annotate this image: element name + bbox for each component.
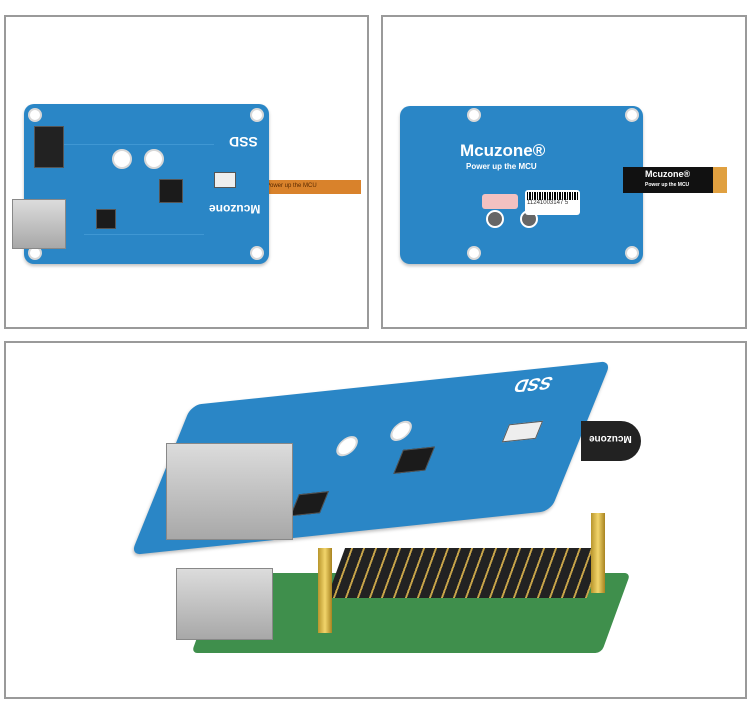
mount-hole (467, 246, 481, 260)
barcode-label: 11241003147 5 (525, 190, 580, 215)
controller-chip (393, 446, 436, 474)
standoff (318, 548, 332, 633)
mount-hole (250, 246, 264, 260)
mount-hole (112, 149, 132, 169)
photo-board-back: Mcuzone® Power up the MCU 11241003147 5 … (381, 15, 747, 329)
controller-chip (159, 179, 183, 203)
m2-slot (34, 126, 64, 168)
board-back: Mcuzone® Power up the MCU 11241003147 5 (400, 106, 643, 264)
cable-text: Power up the MCU (266, 183, 317, 189)
flex-cable: Mcuzone (581, 421, 641, 461)
cable-slogan: Power up the MCU (645, 182, 690, 188)
fpc-connector (501, 420, 544, 443)
mount-hole (625, 108, 639, 122)
qc-sticker (482, 194, 518, 209)
ssd-text: SSD (510, 372, 556, 397)
board-slogan: Power up the MCU (466, 162, 537, 171)
flex-cable: Mcuzone® Power up the MCU (623, 167, 713, 193)
photo-stacked-assembly: SSD Mcuzone (4, 341, 747, 699)
ethernet-jack (12, 199, 66, 249)
mount-hole (467, 108, 481, 122)
photo-board-front: Power up the MCU SSD Mcuzone (4, 15, 369, 329)
fpc-connector (214, 172, 236, 188)
mount-hole (28, 108, 42, 122)
mount-hole (625, 246, 639, 260)
board-logo: Mcuzone® (460, 141, 546, 160)
standoff (591, 513, 605, 593)
chip (96, 209, 116, 229)
usb-ports (176, 568, 273, 640)
board-logo: Mcuzone (209, 202, 261, 216)
mount-hole (250, 108, 264, 122)
gpio-header (326, 548, 606, 598)
cable-logo: Mcuzone® (645, 169, 691, 179)
cable-contacts (713, 167, 727, 193)
mount-hole (144, 149, 164, 169)
mount-hole (387, 419, 416, 442)
barcode-number: 11241003147 5 (527, 200, 569, 206)
ssd-text: SSD (229, 134, 258, 150)
board-front: SSD Mcuzone (24, 104, 269, 264)
chip (289, 491, 329, 517)
mount-hole (486, 210, 504, 228)
mount-hole (333, 435, 362, 458)
cable-logo: Mcuzone (589, 433, 632, 444)
ethernet-jack (166, 443, 293, 540)
